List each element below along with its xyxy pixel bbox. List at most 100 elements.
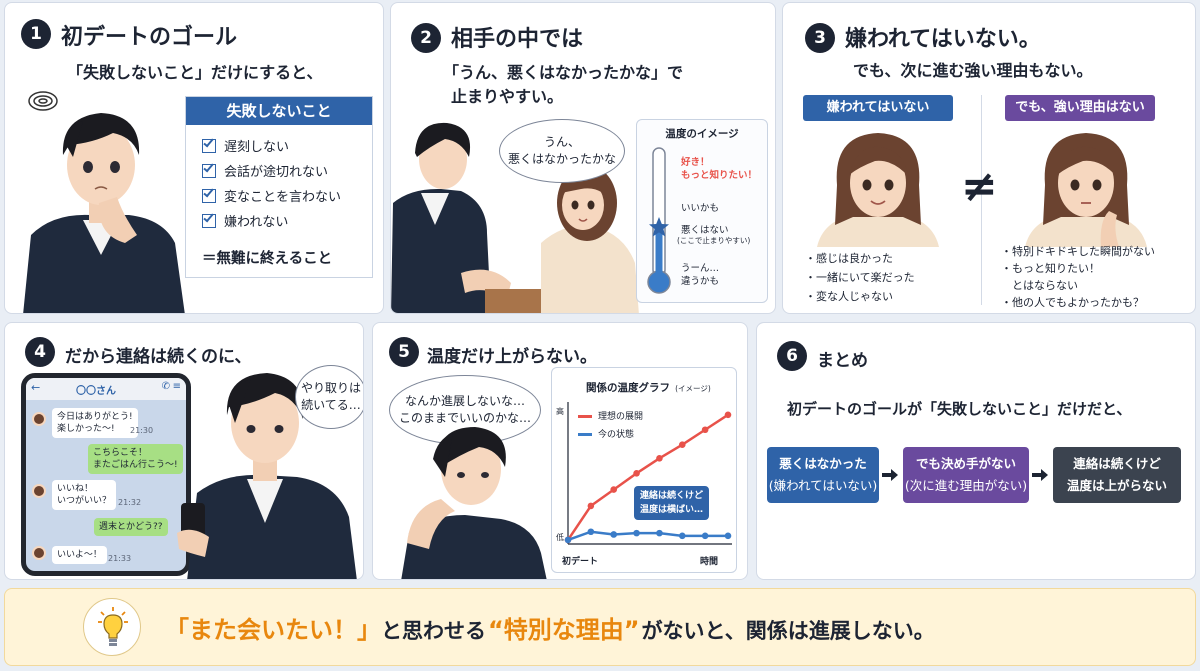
menu-icon[interactable]: ≡ xyxy=(172,381,181,392)
data-point xyxy=(633,469,640,477)
man-with-phone-illustration xyxy=(177,373,357,579)
temperature-chart xyxy=(564,402,732,545)
thought-bubble: うん、悪くはなかったかな xyxy=(499,119,625,183)
panel-number: 4 xyxy=(25,337,55,367)
legend-item: 今の状態 xyxy=(578,426,643,444)
data-point xyxy=(610,486,618,493)
checkbox-checked-icon xyxy=(202,186,216,203)
bullet-item: ・感じは良かった xyxy=(805,252,893,265)
message-line: いつがいい？ xyxy=(57,496,112,506)
message-time: 21:32 xyxy=(118,498,142,507)
flow-step-1: 悪くはなかった (嫌われてはいない) xyxy=(767,447,879,503)
thermometer-icon xyxy=(647,147,671,294)
panel-5: 5 温度だけ上がらない。 なんか進展しないな…このままでいいのかな… 関係の温度… xyxy=(372,322,748,580)
flow-step-line2: (嫌われてはいない) xyxy=(768,478,878,493)
chat-message-sent: こちらこそ！ またごはん行こう〜! xyxy=(88,444,183,474)
panel-subtitle-line1: 「うん、悪くはなかったかな」で xyxy=(443,63,684,82)
series-line-1 xyxy=(567,530,728,542)
checklist-item: 変なことを言わない xyxy=(202,183,372,208)
chart-subtitle: (イメージ) xyxy=(675,384,711,393)
data-point xyxy=(656,455,663,462)
thermo-label-love-line2: もっと知りたい！ xyxy=(681,170,758,181)
panel-title: 嫌われてはいない。 xyxy=(845,27,1041,52)
legend-label: 理想の展開 xyxy=(598,412,644,422)
flow-step-line1: でも決め手がない xyxy=(915,456,1016,471)
message-line: またごはん行こう〜! xyxy=(93,460,178,470)
bullet-item: とはならない xyxy=(1001,279,1078,292)
star-marker-icon xyxy=(649,217,669,237)
confused-man-illustration xyxy=(23,91,185,313)
dizzy-scribble-icon xyxy=(28,91,58,111)
checklist-item: 遅刻しない xyxy=(202,133,372,158)
data-point xyxy=(656,529,663,537)
panel-number: 5 xyxy=(389,337,419,367)
x-axis-label-start: 初デート xyxy=(562,557,599,567)
chat-header: ← 〇〇さん ✆ ≡ xyxy=(26,378,186,400)
chat-message-received: いいよ〜！ xyxy=(52,546,107,564)
panel-2: 2 相手の中では 「うん、悪くはなかったかな」で 止まりやすい。 うん、悪くはな… xyxy=(390,2,776,314)
thermo-label-notbad-line1: 悪くはない xyxy=(681,225,729,236)
tag-not-disliked: 嫌われてはいない xyxy=(803,95,953,121)
data-point xyxy=(633,529,640,537)
checkbox-checked-icon xyxy=(202,161,216,178)
panel-6: 6 まとめ 初デートのゴールが「失敗しないこと」だけだと、 悪くはなかった (嫌… xyxy=(756,322,1196,580)
panel-subtitle: でも、次に進む強い理由もない。 xyxy=(853,61,1093,80)
data-point xyxy=(724,411,732,419)
legend-label: 今の状態 xyxy=(598,430,635,440)
right-bullet-list: ・特別ドキドキした瞬間がない ・もっと知りたい！ とはならない ・他の人でもよか… xyxy=(1001,243,1155,311)
callout-line1: 連絡は続くけど xyxy=(640,491,704,501)
chart-title-row: 関係の温度グラフ (イメージ) xyxy=(586,376,711,395)
data-point xyxy=(701,426,709,434)
x-axis-label-end: 時間 xyxy=(700,557,719,567)
bubble-line2: 続いてる… xyxy=(301,398,361,412)
left-bullet-list: ・感じは良かった ・一緒にいて楽だった ・変な人じゃない xyxy=(805,249,915,306)
panel-number: 3 xyxy=(805,23,835,53)
flow-step-line1: 悪くはなかった xyxy=(779,456,867,471)
thermo-label-low-line2: 違うかも xyxy=(681,276,720,287)
legend-swatch xyxy=(578,433,592,436)
panel-3: 3 嫌われてはいない。 でも、次に進む強い理由もない。 嫌われてはいない でも、… xyxy=(782,2,1196,314)
bubble-line2: 悪くはなかったかな xyxy=(507,152,616,166)
thermometer-card: 温度のイメージ 好き！ もっと知りたい！ いいかも 悪くはない (ここで止まりや… xyxy=(636,119,768,303)
thermo-label-notbad-line2: (ここで止まりやすい) xyxy=(677,236,751,245)
checklist-item: 嫌われない xyxy=(202,208,372,233)
panel-1: 1 初デートのゴール 「失敗しないこと」だけにすると、 失敗しないこと 遅刻しな… xyxy=(4,2,384,314)
legend-item: 理想の展開 xyxy=(578,408,643,426)
panel-title: だから連絡は続くのに、 xyxy=(65,347,252,367)
phone-call-icon[interactable]: ✆ xyxy=(161,381,170,392)
phone-mockup: ← 〇〇さん ✆ ≡ 今日はありがとう! 楽しかった〜! 21:30 こちらこそ… xyxy=(21,373,191,576)
message-line: 楽しかった〜! xyxy=(57,424,115,434)
tag-no-strong-reason: でも、強い理由はない xyxy=(1005,95,1155,121)
contact-avatar xyxy=(32,484,46,498)
thermo-label-love-line1: 好き！ xyxy=(681,157,710,168)
bullet-item: ・他の人でもよかったかも？ xyxy=(1001,296,1144,309)
bullet-item: ・特別ドキドキした瞬間がない xyxy=(1001,245,1155,258)
message-line: こちらこそ！ xyxy=(93,448,148,458)
chat-message-received: 今日はありがとう! 楽しかった〜! xyxy=(52,408,138,438)
panel-title: まとめ xyxy=(817,351,868,371)
legend-swatch xyxy=(578,415,592,418)
bullet-item: ・もっと知りたい！ xyxy=(1001,262,1100,275)
data-point xyxy=(678,441,686,449)
back-arrow-icon[interactable]: ← xyxy=(31,381,41,394)
bubble-line1: なんか進展しないな… xyxy=(404,394,525,408)
lightbulb-badge xyxy=(83,598,141,656)
chart-card: 関係の温度グラフ (イメージ) 高 低 初デート 時間 理想の展開 今の状態 連… xyxy=(551,367,737,573)
flow-step-line1: 連絡は続くけど xyxy=(1073,456,1161,471)
vertical-divider xyxy=(981,95,982,305)
message-line: 今日はありがとう! xyxy=(57,412,133,422)
checklist-item-label: 遅刻しない xyxy=(224,140,290,155)
message-line: いいね！ xyxy=(57,484,94,494)
lightbulb-icon xyxy=(98,607,128,646)
data-point xyxy=(701,532,709,540)
banner-message: 「また会いたい！」と思わせる“特別な理由”がないと、関係は進展しない。 xyxy=(165,610,935,645)
panel-4: 4 だから連絡は続くのに、 ← 〇〇さん ✆ ≡ 今日はありがとう! 楽しかった… xyxy=(4,322,364,580)
panel-number: 1 xyxy=(21,19,51,49)
panel-subtitle-line2: 止まりやすい。 xyxy=(451,87,564,106)
checklist-item: 会話が途切れない xyxy=(202,158,372,183)
panel-subtitle: 「失敗しないこと」だけにすると、 xyxy=(67,63,323,82)
message-line: いいよ〜！ xyxy=(57,550,102,560)
message-time: 21:30 xyxy=(130,426,154,435)
thermo-label-low-line1: うーん… xyxy=(681,263,720,274)
message-time: 21:33 xyxy=(108,554,132,563)
